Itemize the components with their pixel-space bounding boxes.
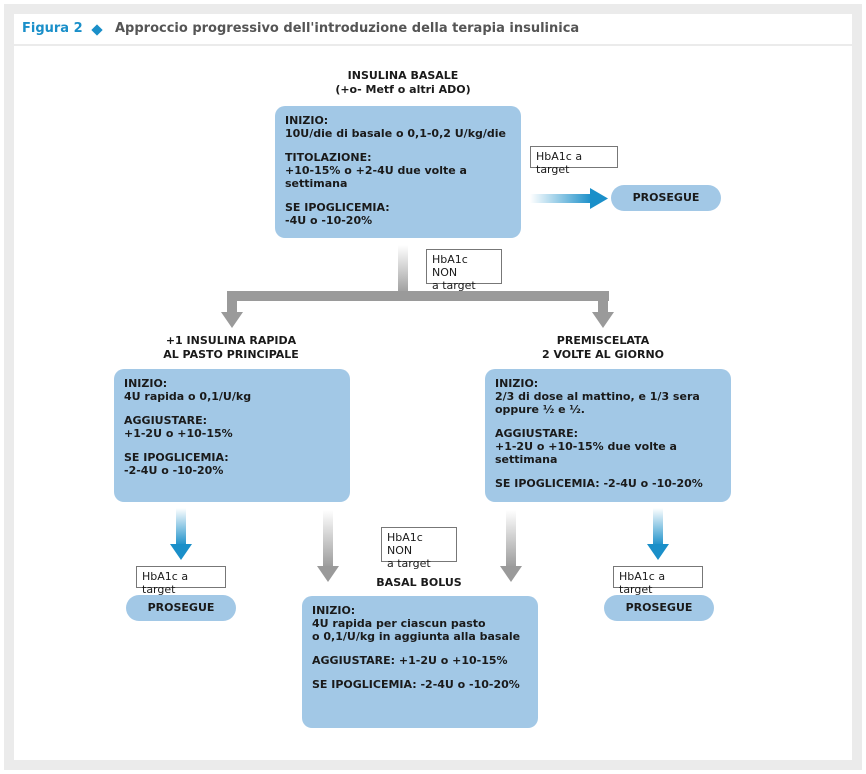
left-target-note: HbA1c a target	[136, 566, 226, 596]
top-non-target-note: HbA1c NON a target	[426, 249, 502, 292]
right-target-note: HbA1c a target	[613, 566, 703, 596]
bottom-heading: BASAL BOLUS	[376, 576, 462, 589]
right-box-hypo: SE IPOGLICEMIA: -2-4U o -10-20%	[495, 477, 703, 490]
arrow-right-to-basal-bolus	[500, 510, 522, 582]
basal-insulin-box: INIZIO: 10U/die di basale o 0,1-0,2 U/kg…	[275, 106, 521, 238]
top-box-titration: TITOLAZIONE: +10-15% o +2-4U due volte a…	[285, 151, 467, 190]
rapid-insulin-box: INIZIO: 4U rapida o 0,1/U/kg AGGIUSTARE:…	[114, 369, 350, 502]
right-heading: PREMISCELATA 2 VOLTE AL GIORNO	[541, 334, 665, 361]
right-box-adjust: AGGIUSTARE: +1-2U o +10-15% due volte a …	[495, 427, 677, 466]
arrow-right-to-target	[647, 508, 669, 560]
top-target-note: HbA1c a target	[530, 146, 618, 176]
left-heading: +1 INSULINA RAPIDA AL PASTO PRINCIPALE	[163, 334, 299, 361]
figure-header: Figura 2 Approccio progressivo dell'intr…	[14, 14, 852, 44]
arrow-split-branch	[221, 245, 614, 328]
arrow-left-to-basal-bolus	[317, 510, 339, 582]
bottom-non-target-note: HbA1c NON a target	[381, 527, 457, 570]
right-prosegue: PROSEGUE	[604, 595, 714, 621]
left-box-adjust: AGGIUSTARE: +1-2U o +10-15%	[124, 414, 233, 440]
bottom-box-hypo: SE IPOGLICEMIA: -2-4U o -10-20%	[312, 678, 520, 691]
arrow-left-to-target	[170, 508, 192, 560]
bottom-box-start: INIZIO: 4U rapida per ciascun pasto o 0,…	[312, 604, 521, 643]
right-box-start: INIZIO: 2/3 di dose al mattino, e 1/3 se…	[495, 377, 700, 416]
figure-title: Approccio progressivo dell'introduzione …	[115, 21, 580, 36]
bottom-box-adjust: AGGIUSTARE: +1-2U o +10-15%	[312, 654, 508, 667]
top-heading: INSULINA BASALE (+o- Metf o altri ADO)	[335, 69, 471, 96]
top-prosegue: PROSEGUE	[611, 185, 721, 211]
basal-bolus-box: INIZIO: 4U rapida per ciascun pasto o 0,…	[302, 596, 538, 728]
figure-label: Figura 2	[22, 21, 83, 36]
left-prosegue: PROSEGUE	[126, 595, 236, 621]
premixed-insulin-box: INIZIO: 2/3 di dose al mattino, e 1/3 se…	[485, 369, 731, 502]
left-box-start: INIZIO: 4U rapida o 0,1/U/kg	[124, 377, 252, 403]
left-box-hypo: SE IPOGLICEMIA: -2-4U o -10-20%	[124, 451, 229, 477]
top-box-hypo: SE IPOGLICEMIA: -4U o -10-20%	[285, 201, 390, 227]
arrow-top-to-prosegue	[530, 188, 608, 209]
top-box-start: INIZIO: 10U/die di basale o 0,1-0,2 U/kg…	[285, 114, 507, 140]
